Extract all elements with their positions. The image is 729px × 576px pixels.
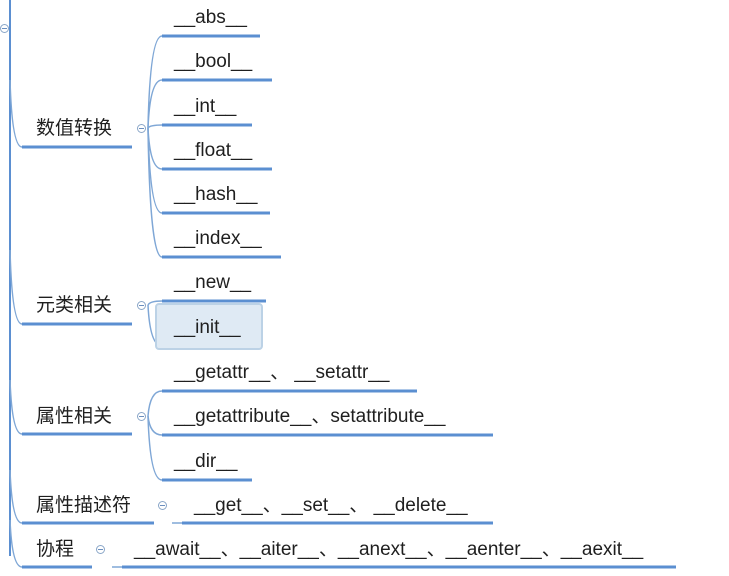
- leaf-node[interactable]: __float__: [174, 140, 253, 161]
- branch-numeric-conversion[interactable]: 数值转换: [36, 117, 112, 141]
- selected-node-highlight: [155, 303, 263, 350]
- branch-coroutine[interactable]: 协程: [36, 538, 74, 562]
- branch-metaclass[interactable]: 元类相关: [36, 294, 112, 318]
- leaf-node[interactable]: __bool__: [174, 51, 253, 72]
- branch-descriptors[interactable]: 属性描述符: [36, 494, 131, 518]
- branch-label: 元类相关: [36, 295, 113, 316]
- leaf-node[interactable]: __abs__: [174, 7, 247, 28]
- branch-label: 数值转换: [36, 118, 113, 139]
- group-num-children-connectors: [147, 35, 163, 258]
- group-attr-connector: [9, 379, 132, 436]
- leaf-node[interactable]: __getattribute__、setattribute__: [174, 406, 446, 427]
- group-coro-connector: [9, 519, 92, 569]
- root-collapse-icon[interactable]: [0, 24, 9, 33]
- collapse-icon[interactable]: [137, 124, 146, 133]
- group-num-children-underlines: [162, 34, 281, 259]
- group-attr-children-connectors: [147, 390, 163, 481]
- leaf-node[interactable]: __new__: [174, 272, 252, 293]
- leaf-node[interactable]: __dir__: [174, 451, 238, 472]
- collapse-icon[interactable]: [137, 301, 146, 310]
- collapse-icon[interactable]: [96, 545, 105, 554]
- branch-label: 属性相关: [36, 406, 113, 427]
- group-meta-connector: [9, 249, 132, 326]
- group-num-connector: [9, 79, 132, 149]
- leaf-node[interactable]: __hash__: [174, 184, 258, 205]
- group-desc-connector: [9, 469, 154, 525]
- collapse-icon[interactable]: [158, 501, 167, 510]
- leaf-node-selected[interactable]: __init__: [174, 317, 241, 338]
- branch-label: 协程: [36, 539, 75, 560]
- leaf-node[interactable]: __getattr__、 __setattr__: [174, 362, 390, 383]
- leaf-node[interactable]: __await__、__aiter__、__anext__、__aenter__…: [134, 539, 644, 560]
- group-attr-children-underlines: [162, 389, 493, 482]
- branch-attributes[interactable]: 属性相关: [36, 405, 112, 429]
- leaf-node[interactable]: __int__: [174, 96, 237, 117]
- leaf-node[interactable]: __index__: [174, 228, 262, 249]
- branch-label: 属性描述符: [36, 495, 132, 516]
- collapse-icon[interactable]: [137, 412, 146, 421]
- leaf-node[interactable]: __get__、__set__、 __delete__: [194, 495, 468, 516]
